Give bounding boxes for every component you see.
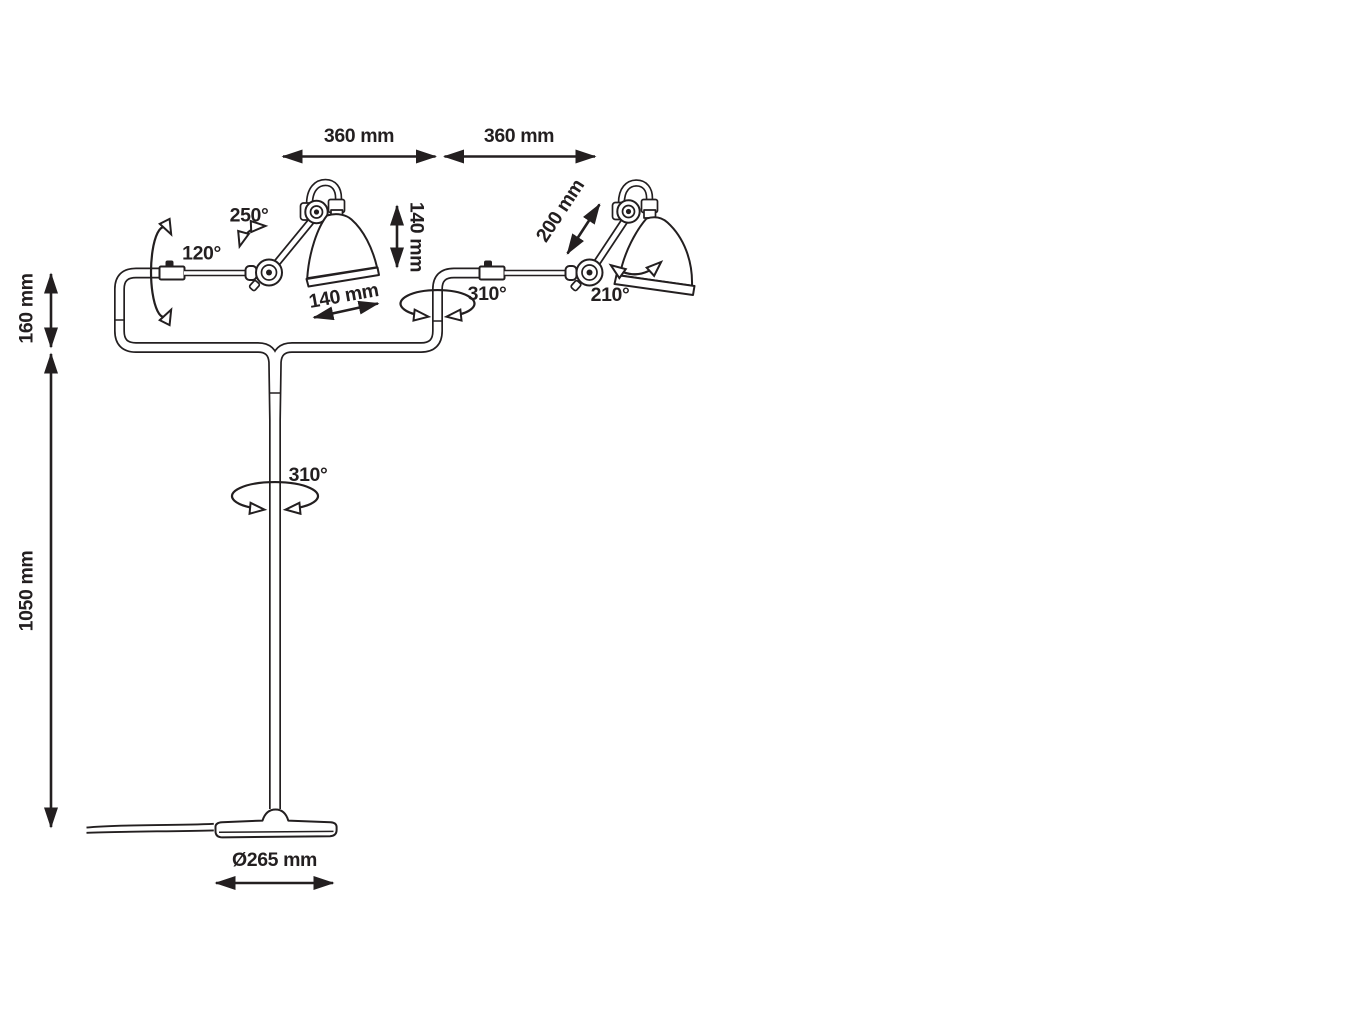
rotation-arrows — [149, 217, 664, 516]
dim-shade-diameter-arrow — [312, 300, 380, 321]
left-mount-sleeve — [158, 265, 186, 281]
right-elbow-bolt — [570, 279, 582, 292]
label-left-elbow-rotation: 250° — [230, 205, 269, 227]
rot-left-mount-arrow — [149, 217, 173, 327]
left-elbow-bolt — [248, 279, 261, 292]
right-mount-sleeve — [478, 265, 506, 281]
left-arm-tube — [114, 267, 280, 809]
rot-left-elbow-arrow — [237, 219, 269, 250]
label-base-diameter: Ø265 mm — [232, 849, 317, 871]
label-left-mount-rotation: 120° — [182, 243, 221, 265]
right-shade-rim — [613, 274, 696, 296]
dim-arm-forward-arrow — [566, 203, 601, 255]
label-column-swivel: 310° — [289, 464, 328, 486]
rot-column-swivel-arrow — [230, 480, 320, 516]
power-cord — [86, 822, 214, 829]
label-arm-right: 360 mm — [484, 125, 554, 147]
right-mount-screw — [484, 260, 492, 268]
left-shade — [306, 213, 378, 280]
rot-right-head-arrow — [608, 260, 664, 280]
rot-right-arm-swivel-arrow — [399, 288, 476, 322]
base-plate — [214, 808, 338, 839]
label-column-height: 1050 mm — [16, 551, 38, 632]
right-arm-tube — [270, 267, 482, 809]
left-mount-screw — [165, 260, 174, 268]
right-lamp-head — [478, 179, 696, 296]
lamp-base — [86, 808, 338, 839]
right-rod-clasp — [564, 265, 578, 281]
label-right-head-rotation: 210° — [591, 284, 630, 306]
lamp-frame — [114, 267, 482, 809]
label-top-section-height: 160 mm — [16, 273, 38, 343]
dimension-arrows — [44, 149, 601, 890]
left-lamp-head — [158, 178, 380, 292]
left-shade-rim — [305, 266, 380, 288]
label-head-height: 140 mm — [406, 202, 428, 272]
label-arm-left: 360 mm — [324, 125, 394, 147]
left-rod-clasp — [244, 265, 258, 281]
right-shade — [618, 216, 694, 287]
label-right-arm-swivel: 310° — [468, 283, 507, 305]
